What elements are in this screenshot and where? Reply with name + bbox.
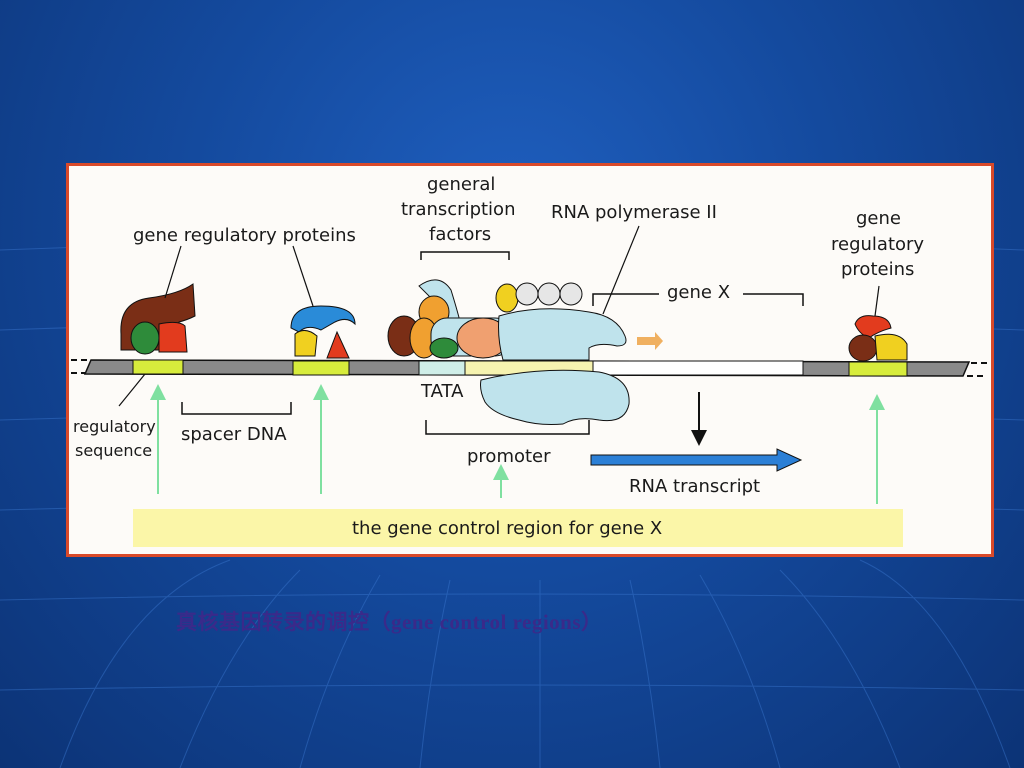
label-gene-regulatory-proteins-left: gene regulatory proteins bbox=[133, 225, 356, 246]
control-region-bar bbox=[133, 509, 903, 547]
label-rna-polymerase: RNA polymerase II bbox=[551, 202, 717, 223]
label-tata: TATA bbox=[420, 381, 464, 402]
label-regulatory: regulatory bbox=[73, 417, 156, 436]
pointer-lines bbox=[118, 225, 880, 407]
brackets bbox=[181, 251, 804, 435]
label-factors: factors bbox=[429, 224, 491, 245]
left-regulatory-protein-complex bbox=[120, 283, 196, 355]
label-promoter: promoter bbox=[467, 446, 551, 467]
label-gene-x: gene X bbox=[667, 282, 730, 303]
dna-strand bbox=[71, 359, 987, 377]
label-spacer-dna: spacer DNA bbox=[181, 424, 287, 445]
gene-control-diagram: the gene control region for gene X bbox=[71, 174, 987, 547]
transcription-initiation-complex bbox=[387, 279, 630, 425]
middle-regulatory-protein-complex bbox=[290, 305, 356, 359]
control-region-label: the gene control region for gene X bbox=[352, 518, 662, 539]
label-general: general bbox=[427, 174, 495, 195]
green-arrows bbox=[150, 384, 885, 504]
transcription-start-arrow bbox=[637, 332, 663, 350]
label-sequence: sequence bbox=[75, 441, 152, 460]
rna-transcript-arrow bbox=[590, 448, 803, 472]
right-regulatory-protein-complex bbox=[848, 315, 908, 362]
label-rna-transcript: RNA transcript bbox=[629, 476, 760, 497]
label-gene-right: gene bbox=[856, 208, 901, 229]
label-transcription: transcription bbox=[401, 199, 515, 220]
diagram-panel: the gene control region for gene X bbox=[66, 163, 994, 557]
slide-caption: 真核基因转录的调控（gene control regions） bbox=[176, 610, 603, 634]
label-regulatory-right: regulatory bbox=[831, 234, 924, 255]
label-proteins-right: proteins bbox=[841, 259, 914, 280]
